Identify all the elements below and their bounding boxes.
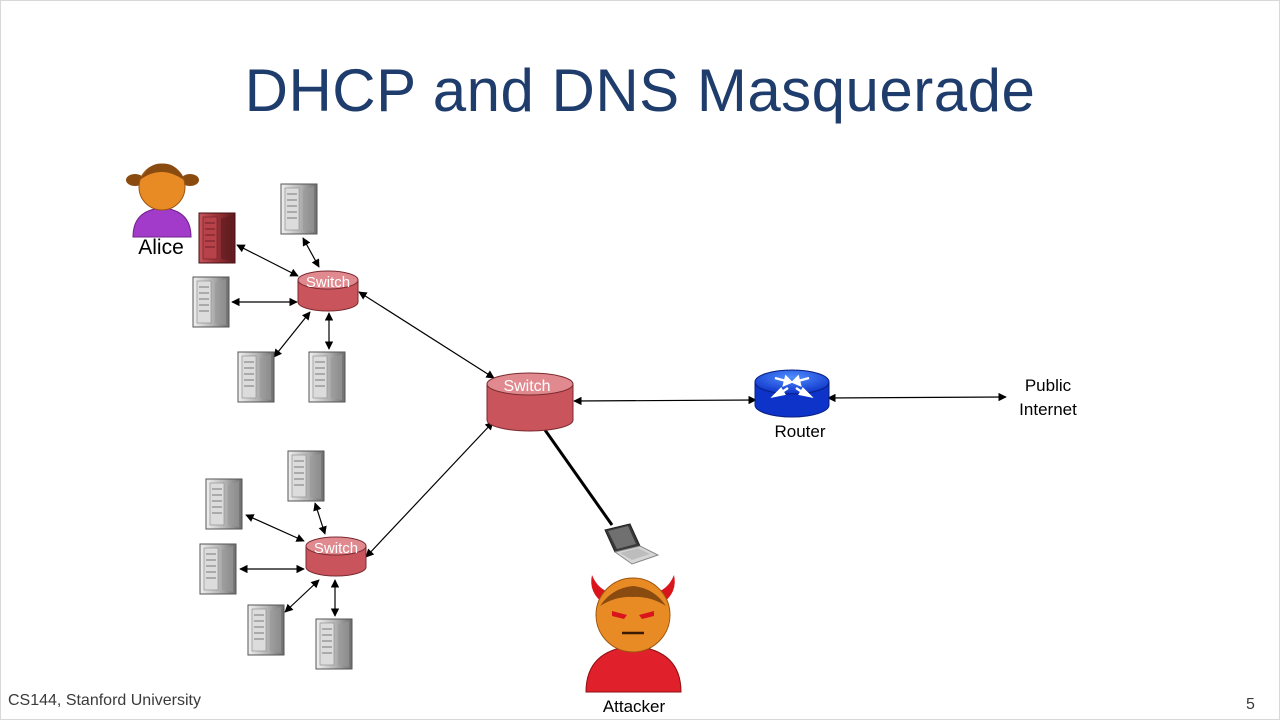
switch-bottom: Switch: [305, 536, 367, 577]
switch-label: Switch: [306, 274, 350, 291]
server-icon: [280, 183, 318, 235]
server-icon: [287, 450, 325, 502]
alice-computer-icon: [198, 212, 236, 264]
server-icon: [205, 478, 243, 530]
servers: [192, 183, 353, 670]
server-icon: [247, 604, 285, 656]
alice-avatar: [126, 163, 199, 238]
link-core-router: [573, 395, 757, 406]
alice-label: Alice: [138, 236, 184, 259]
link-server-switch: [302, 237, 320, 268]
router-icon: [754, 369, 830, 418]
switch-label: Switch: [503, 378, 550, 395]
connections: [231, 237, 1007, 617]
link-server-switch: [284, 579, 320, 613]
attacker-label: Attacker: [602, 697, 666, 716]
slide-title: DHCP and DNS Masquerade: [244, 57, 1036, 124]
link-router-internet: [827, 392, 1007, 403]
attacker-avatar: [585, 575, 682, 693]
public-internet-label: Public Internet: [1008, 374, 1088, 422]
link-server-switch: [245, 514, 305, 542]
footer-course: CS144, Stanford University: [8, 692, 201, 709]
server-icon: [315, 618, 353, 670]
internet-label-line1: Public: [1024, 376, 1072, 395]
link-switch-core: [358, 291, 495, 379]
page-number: 5: [1246, 696, 1255, 713]
link-alice-switch: [236, 244, 299, 277]
server-icon: [199, 543, 237, 595]
internet-label-line2: Internet: [1019, 400, 1077, 419]
link-server-switch: [313, 502, 327, 535]
switch-top: Switch: [297, 270, 359, 312]
server-icon: [308, 351, 346, 403]
server-icon: [237, 351, 275, 403]
server-icon: [192, 276, 230, 328]
link-switch-core: [365, 421, 494, 558]
link-server-switch: [273, 311, 311, 358]
laptop-icon: [604, 523, 660, 565]
router-label: Router: [774, 422, 826, 441]
switch-label: Switch: [314, 540, 358, 557]
link-core-attacker: [543, 429, 614, 526]
switch-core: Switch: [486, 372, 574, 432]
